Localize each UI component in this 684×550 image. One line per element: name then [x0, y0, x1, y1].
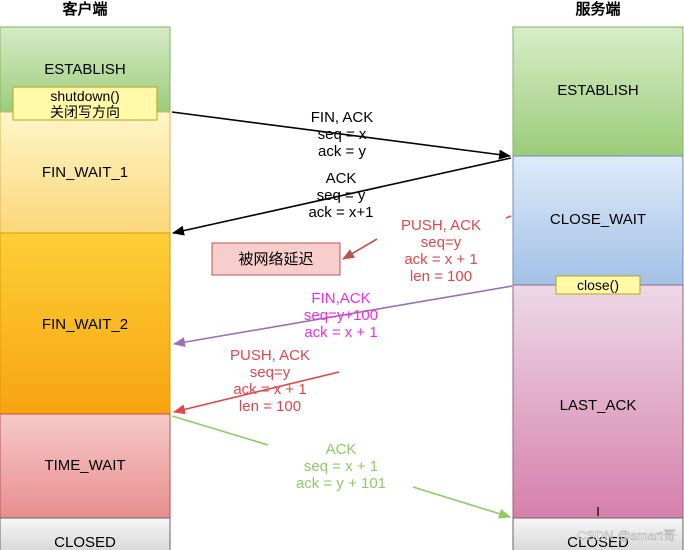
- msg-ack-1-flags: ACK: [326, 170, 357, 187]
- server-lifeline: ESTABLISH CLOSE_WAIT LAST_ACK CLOSED: [512, 26, 684, 550]
- msg-ack-final-ack: ack = y + 101: [296, 475, 386, 492]
- msg-fin-ack-2-seq: seq=y+100: [304, 307, 378, 324]
- msg-fin-ack-1-ack: ack = y: [318, 143, 366, 160]
- client-state-fin-wait-1: [0, 111, 171, 234]
- client-state-fin-wait-2: [0, 232, 171, 415]
- msg-push-delayed-ack: ack = x + 1: [404, 251, 477, 268]
- shutdown-call-sublabel: 关闭写方向: [50, 104, 120, 120]
- msg-push-arrived-seq: seq=y: [250, 364, 291, 381]
- arrow-push-delayed: [342, 238, 378, 260]
- network-delay-label: 被网络延迟: [238, 251, 313, 268]
- close-call-label: close(): [577, 277, 619, 293]
- server-state-last-ack: [512, 284, 684, 519]
- client-lifeline: ESTABLISH FIN_WAIT_1 FIN_WAIT_2 TIME_WAI…: [0, 26, 171, 550]
- client-state-closed-label: CLOSED: [54, 534, 116, 550]
- server-header: 服务端: [575, 0, 620, 18]
- arrow-push-arrived: [173, 371, 340, 415]
- arrow-fin-ack-1: [171, 111, 511, 160]
- client-header: 客户端: [61, 0, 107, 18]
- msg-fin-ack-1-flags: FIN, ACK: [311, 109, 374, 126]
- msg-push-delayed-seq: seq=y: [421, 234, 462, 251]
- client-state-closed: [0, 517, 171, 550]
- msg-ack-1-ack: ack = x+1: [308, 204, 373, 221]
- msg-push-delayed-flags: PUSH, ACK: [401, 217, 481, 234]
- watermark: CSDN @smart哥: [577, 528, 676, 543]
- msg-push-ack-arrived: PUSH, ACK seq=y ack = x + 1 len = 100: [230, 347, 310, 415]
- msg-push-arrived-flags: PUSH, ACK: [230, 347, 310, 364]
- msg-fin-ack-2-flags: FIN,ACK: [311, 290, 370, 307]
- msg-push-arrived-ack: ack = x + 1: [233, 381, 306, 398]
- arrow-ack-final-head: [412, 486, 511, 519]
- msg-fin-ack-1-seq: seq = x: [318, 126, 367, 143]
- client-state-establish-label: ESTABLISH: [44, 61, 125, 78]
- msg-ack-final-seq: seq = x + 1: [304, 458, 378, 475]
- msg-ack-final: ACK seq = x + 1 ack = y + 101: [296, 441, 386, 492]
- server-state-closed-label: CLOSED: [567, 534, 629, 550]
- arrow-ack-1: [172, 157, 512, 236]
- arrow-ack-final: [171, 415, 269, 446]
- server-state-last-ack-label: LAST_ACK: [560, 397, 637, 414]
- client-state-fin-wait-2-label: FIN_WAIT_2: [42, 316, 128, 333]
- msg-fin-ack-2: FIN,ACK seq=y+100 ack = x + 1: [304, 290, 378, 341]
- msg-fin-ack-1: FIN, ACK seq = x ack = y: [311, 109, 374, 160]
- msg-ack-final-flags: ACK: [326, 441, 357, 458]
- arrow-fin-ack-2: [173, 285, 513, 348]
- msg-ack-1: ACK seq = y ack = x+1: [308, 170, 373, 221]
- client-state-fin-wait-1-label: FIN_WAIT_1: [42, 164, 128, 181]
- server-state-close-wait-label: CLOSE_WAIT: [550, 211, 646, 228]
- client-state-time-wait: [0, 413, 171, 519]
- msg-push-arrived-len: len = 100: [239, 398, 301, 415]
- shutdown-call-label: shutdown(): [50, 88, 119, 104]
- close-call-box: close(): [555, 275, 641, 295]
- msg-push-ack-delayed: PUSH, ACK seq=y ack = x + 1 len = 100: [401, 217, 481, 285]
- msg-ack-1-seq: seq = y: [317, 187, 366, 204]
- client-state-time-wait-label: TIME_WAIT: [44, 457, 125, 474]
- msg-push-delayed-len: len = 100: [410, 268, 472, 285]
- shutdown-call-box: shutdown() 关闭写方向: [12, 86, 158, 121]
- server-state-closed: [512, 517, 684, 550]
- server-state-establish-label: ESTABLISH: [557, 82, 638, 99]
- server-state-close-wait: [512, 155, 684, 286]
- msg-fin-ack-2-ack: ack = x + 1: [304, 324, 377, 341]
- server-state-establish: [512, 26, 684, 157]
- network-delay-note: 被网络延迟: [211, 242, 341, 276]
- arrow-push-delayed-tail: [505, 215, 512, 219]
